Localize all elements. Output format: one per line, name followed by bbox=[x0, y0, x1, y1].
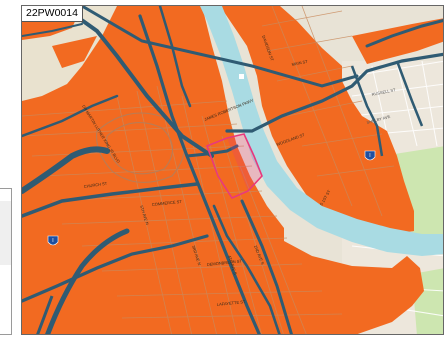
street-label: 3RD AVE N bbox=[191, 245, 202, 266]
interstate-southwest bbox=[45, 228, 130, 334]
interstate-southwest-ramp bbox=[36, 295, 54, 334]
street-label: DEMONBREUN ST bbox=[207, 258, 243, 267]
map-view[interactable]: 22PW0014 bbox=[21, 5, 444, 335]
site-outline bbox=[205, 133, 263, 200]
zoning-area-east-bank bbox=[220, 6, 414, 234]
street-label: COMMERCE ST bbox=[152, 199, 183, 207]
stadium-loops bbox=[96, 112, 185, 183]
street-label: SHELBY AVE bbox=[366, 114, 391, 125]
landmark-marker bbox=[239, 74, 244, 79]
interstate-shield-east: I bbox=[364, 150, 376, 161]
street-label: MAIN ST bbox=[291, 59, 308, 67]
street-label: RUSSELL ST bbox=[371, 87, 396, 97]
zoning-area-northeast bbox=[352, 18, 443, 64]
side-panel bbox=[0, 188, 12, 335]
interstate-shield-west-text: I bbox=[52, 238, 53, 244]
case-number-label: 22PW0014 bbox=[22, 6, 83, 22]
street-label: CHURCH ST bbox=[83, 181, 108, 189]
interstate-shield-west: I bbox=[47, 235, 59, 246]
east-bank-roads bbox=[350, 60, 424, 157]
street-label: 5TH AVE N bbox=[139, 205, 150, 226]
street-label: LAFAYETTE ST bbox=[217, 299, 247, 307]
map-canvas[interactable]: I I JAMES ROBERTSON PKWY CHURCH ST COMME… bbox=[22, 6, 444, 335]
major-roads bbox=[22, 6, 443, 334]
interstate-west bbox=[22, 146, 110, 194]
site-highlight bbox=[227, 134, 262, 191]
zoning-area-downtown bbox=[22, 6, 424, 334]
side-panel-shade bbox=[0, 201, 11, 265]
zoning-area-northwest-2 bbox=[52, 36, 97, 68]
street-label: 4TH AVE S bbox=[227, 255, 238, 276]
interstate-shield-east-text: I bbox=[369, 153, 370, 159]
